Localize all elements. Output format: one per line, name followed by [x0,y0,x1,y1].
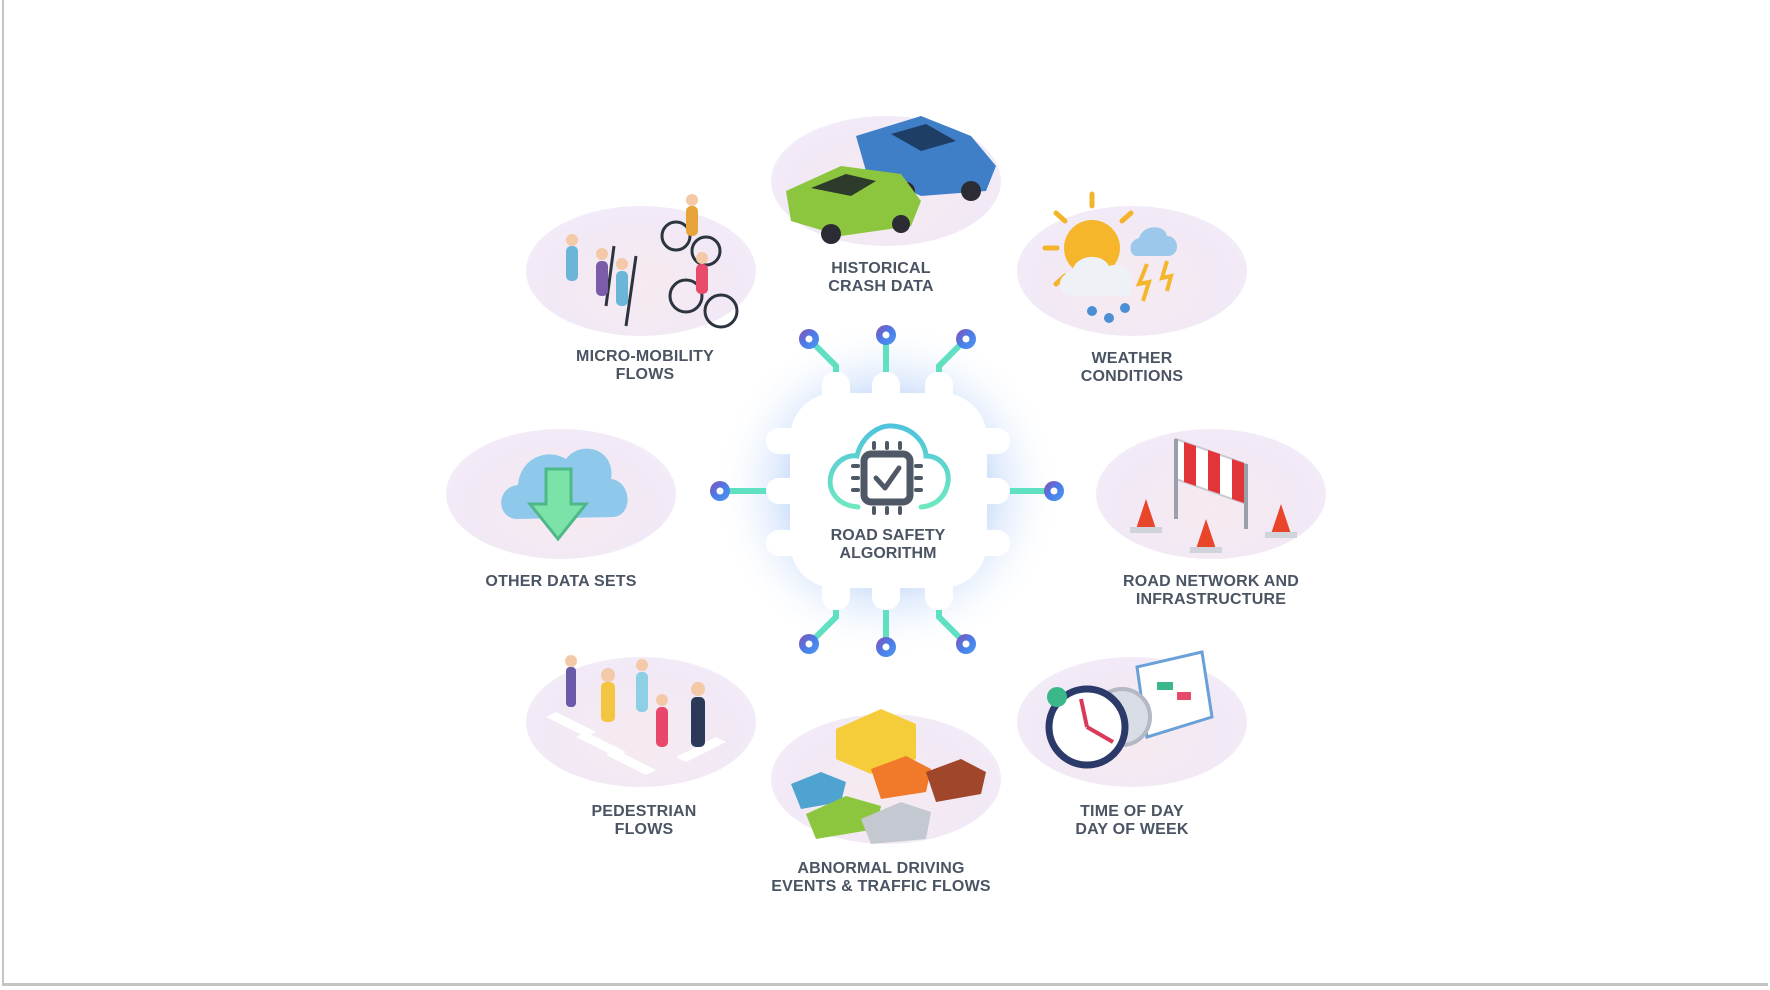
center-label: ROAD SAFETY ALGORITHM [831,527,946,563]
label-line1: MICRO-MOBILITY [576,348,714,365]
label-weather-conditions: WEATHER CONDITIONS [1081,350,1183,386]
label-abnormal-driving-traffic-flows: ABNORMAL DRIVING EVENTS & TRAFFIC FLOWS [771,860,991,896]
label-historical-crash-data: HISTORICAL CRASH DATA [828,260,933,296]
node-time-of-day-week [1017,650,1247,787]
pedestrians-crosswalk-icon [546,655,726,775]
connector-dots [710,325,1064,657]
cloud-download-icon [501,448,628,542]
node-other-data-sets [446,429,676,559]
label-line2: FLOWS [614,821,674,838]
crashed-cars-icon [786,116,996,244]
roadblock-cones-icon [1130,437,1297,553]
node-pedestrian-flows [526,655,756,787]
node-micro-mobility-flows [526,194,756,336]
node-road-network-infrastructure [1096,429,1326,559]
sun-storm-cloud-icon [1042,191,1178,323]
label-micro-mobility-flows: MICRO-MOBILITY FLOWS [576,348,714,384]
label-pedestrian-flows: PEDESTRIAN FLOWS [591,803,696,839]
label-line2: INFRASTRUCTURE [1135,591,1287,608]
label-line2: DAY OF WEEK [1075,821,1189,838]
node-historical-crash-data [771,116,1001,246]
label-line1: ABNORMAL DRIVING [797,860,965,877]
label-line2: EVENTS & TRAFFIC FLOWS [771,878,991,895]
cyclists-scooters-icon [566,194,739,329]
node-backdrop [526,206,756,336]
label-line1: TIME OF DAY [1080,803,1184,820]
center-label-line1: ROAD SAFETY [830,527,946,544]
label-line1: WEATHER [1091,350,1173,367]
node-weather-conditions [1017,191,1247,336]
cloud-chip-check-icon [827,423,951,515]
label-other-data-sets: OTHER DATA SETS [485,573,636,591]
label-line2: FLOWS [615,366,675,383]
label-time-of-day-week: TIME OF DAY DAY OF WEEK [1075,803,1188,839]
label-line2: CONDITIONS [1080,368,1184,385]
label-line1: ROAD NETWORK AND [1123,573,1299,590]
label-line1: OTHER DATA SETS [485,573,637,590]
chip-body [766,372,1010,610]
node-backdrop [1017,206,1247,336]
node-abnormal-driving-traffic-flows [771,709,1001,844]
clock-calendar-icon [1045,650,1214,769]
label-line1: PEDESTRIAN [591,803,697,820]
traffic-cars-icon [791,709,986,844]
label-line1: HISTORICAL [831,260,931,277]
label-line2: CRASH DATA [828,278,934,295]
center-label-line2: ALGORITHM [839,545,937,562]
label-road-network-infrastructure: ROAD NETWORK AND INFRASTRUCTURE [1123,573,1299,609]
